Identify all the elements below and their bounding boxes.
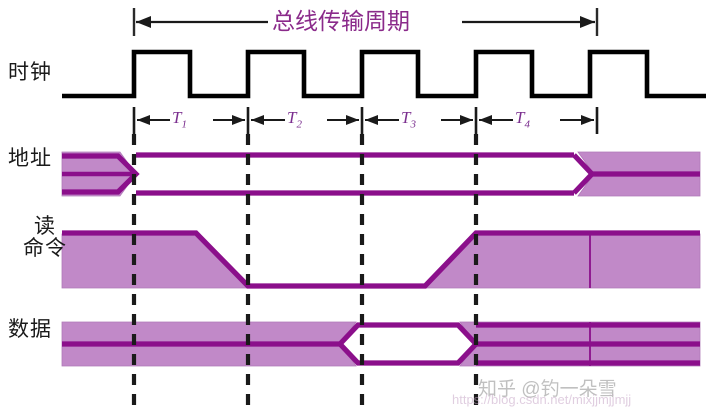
phase-label-t4-base: T xyxy=(515,108,525,127)
phase-label-t2: T2 xyxy=(287,108,302,130)
phase-label-t4-sub: 4 xyxy=(524,118,530,131)
phase-label-t3-sub: 3 xyxy=(410,118,416,131)
phase-arrow-t3 xyxy=(365,115,473,125)
row-label-clock: 时钟 xyxy=(8,60,52,84)
row-label-address: 地址 xyxy=(8,146,52,170)
phase-label-t1-base: T xyxy=(172,108,182,127)
phase-arrow-t4 xyxy=(479,115,594,125)
phase-label-t1-sub: 1 xyxy=(181,118,187,131)
row-label-read-command: 读 命令 xyxy=(20,215,70,259)
read-command-waveform xyxy=(61,230,701,289)
phase-arrow-t1 xyxy=(137,115,245,125)
phase-arrow-t2 xyxy=(251,115,359,125)
cycle-span-arrow xyxy=(132,8,599,36)
phase-label-t2-base: T xyxy=(287,108,297,127)
phase-span-arrows xyxy=(132,107,599,134)
phase-label-t4: T4 xyxy=(515,108,530,130)
address-waveform xyxy=(61,151,701,197)
row-label-read-command-line1: 读 xyxy=(34,214,56,238)
phase-label-t2-sub: 2 xyxy=(296,118,302,131)
row-label-read-command-line2: 命令 xyxy=(23,236,67,261)
phase-boundary-dashed-lines xyxy=(131,134,479,410)
phase-label-t1: T1 xyxy=(172,108,187,130)
phase-label-t3-base: T xyxy=(401,108,411,127)
row-label-data: 数据 xyxy=(8,317,52,341)
phase-label-t3: T3 xyxy=(401,108,416,130)
cycle-title-label: 总线传输周期 xyxy=(272,9,410,34)
clock-waveform xyxy=(62,49,706,99)
data-waveform xyxy=(61,321,701,367)
